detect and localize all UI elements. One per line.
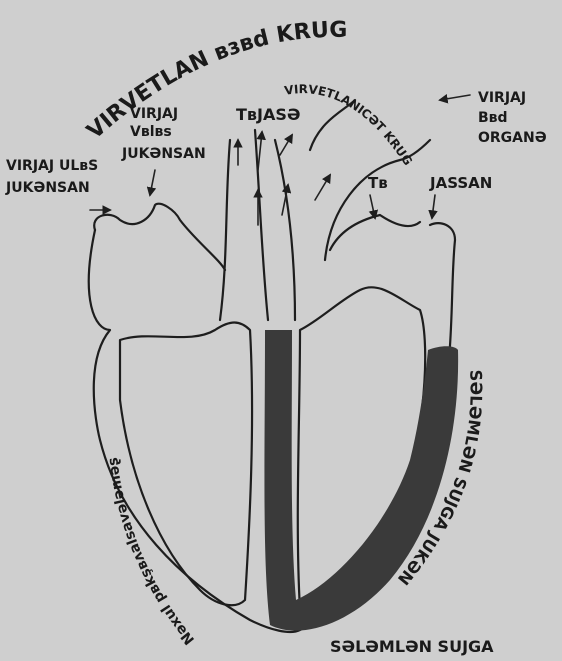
arrow-up-3 [280,135,292,155]
arrow-up-2 [258,132,262,170]
aorta-inner-1 [255,130,268,320]
arc-middle-label: VIRVETLANICƏT KRUG [283,82,415,168]
arrow-down-jassan [432,195,435,218]
arrow-up-6 [315,175,330,200]
label-vein-left-2: JUKƏNSAN [5,180,90,196]
left-atrium-outline [94,204,225,270]
arrow-left-organ [440,95,470,100]
label-vein-top-1: VIRJAJ [130,106,178,122]
label-right-3: ORGANƏ [478,130,547,146]
label-vein-top-2: Vʙlʙs [130,124,172,140]
arc-left-side-label: Nəxul pʙkşʙʌalsavələməʂ [105,457,198,648]
aorta-inner-2 [275,140,295,320]
arrow-down-tb [370,195,375,218]
label-right-1: VIRJAJ [478,90,526,106]
label-vein-top-3: JUKƏNSAN [121,146,206,162]
label-jassan: JASSAN [429,174,492,192]
label-tb: Tʙ [368,174,388,192]
label-vein-left-1: VIRJAJ ULʙS [6,158,98,174]
label-center: TʙJASƏ [236,105,300,124]
septum-band [264,330,458,631]
left-atrium-right [330,215,420,250]
arc-top-label: VIRVETLAN ʙɜʙd KRUG [83,18,348,145]
aorta-left-wall [220,140,230,320]
label-bottom: SƏLƏMLƏN SUJGA [330,637,494,656]
pulmonary-inner [325,140,430,260]
arrow-down-left [150,170,155,195]
label-right-2: Bʙd [478,110,508,126]
